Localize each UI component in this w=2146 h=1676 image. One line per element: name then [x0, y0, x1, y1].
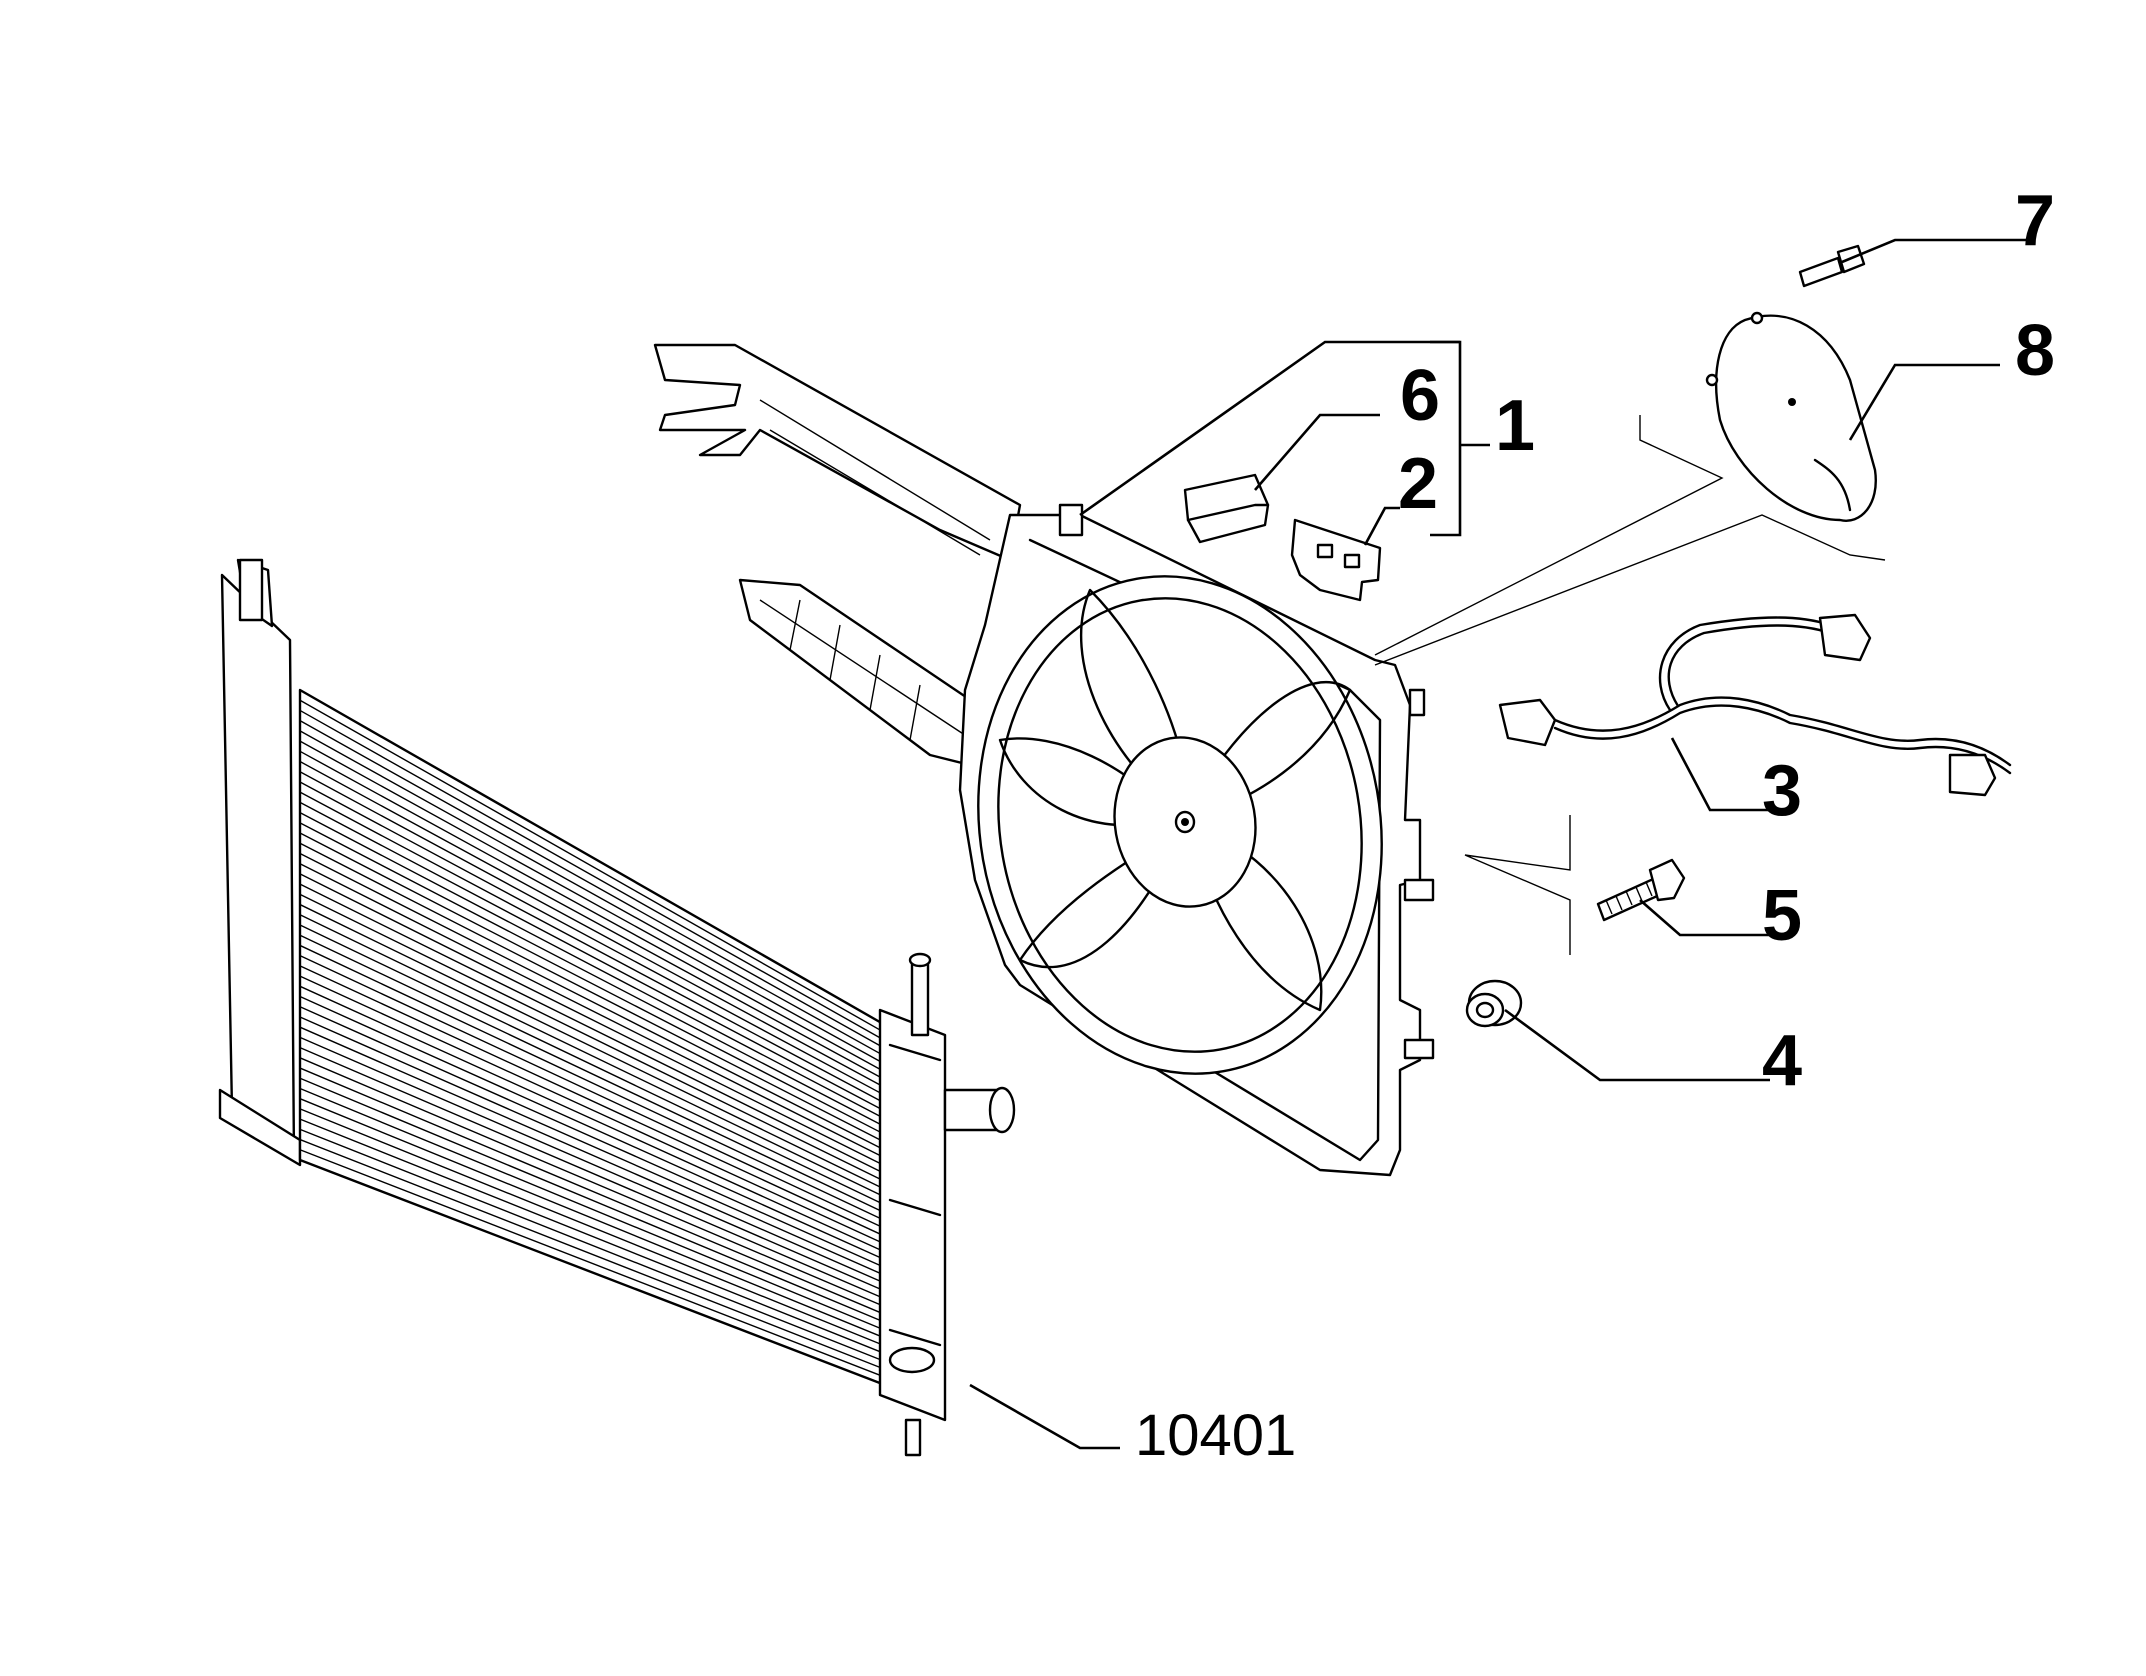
radiator-fin	[299, 842, 886, 1144]
radiator-fin	[299, 1108, 886, 1347]
radiator-fin	[299, 811, 886, 1120]
radiator-fin	[299, 1026, 886, 1284]
radiator-fin	[299, 1016, 886, 1277]
callout-6: 6	[1400, 356, 1440, 436]
radiator-fin	[299, 883, 886, 1175]
radiator-fin	[299, 750, 886, 1073]
radiator-fin	[299, 934, 886, 1214]
radiator-fin	[299, 740, 886, 1065]
radiator-fin	[299, 1087, 886, 1331]
radiator-fin	[299, 1128, 886, 1363]
radiator-fin	[299, 873, 886, 1167]
radiator-fin	[299, 995, 886, 1261]
radiator-fin	[299, 730, 886, 1057]
radiator-fin	[299, 863, 886, 1159]
callout-1: 1	[1495, 386, 1535, 466]
radiator-fin	[299, 1067, 886, 1316]
radiator-fin	[299, 1036, 886, 1292]
radiator-fin	[299, 1046, 886, 1300]
radiator-core-fins	[299, 689, 886, 1386]
part-7-screw	[1798, 244, 1866, 288]
radiator-fin	[299, 699, 886, 1034]
radiator-fin	[299, 689, 886, 1026]
part-5-bolt	[1596, 858, 1686, 922]
radiator-fin	[299, 801, 886, 1112]
radiator-fin	[299, 791, 886, 1104]
leader-lines	[969, 238, 2030, 1450]
radiator-fin	[299, 1138, 886, 1370]
radiator-fin	[299, 852, 886, 1151]
radiator-fin	[299, 944, 886, 1222]
radiator-fin	[299, 893, 886, 1183]
radiator-fin	[299, 709, 886, 1042]
radiator-fin	[299, 1006, 886, 1269]
part-8-cover	[1705, 311, 1877, 522]
radiator-fin	[299, 955, 886, 1230]
callout-2: 2	[1398, 444, 1438, 524]
radiator-fin	[299, 822, 886, 1128]
radiator-fin	[299, 832, 886, 1136]
callout-5: 5	[1762, 876, 1802, 956]
radiator-fin	[299, 1098, 886, 1339]
radiator-fin	[299, 924, 886, 1206]
callout-3: 3	[1762, 751, 1802, 831]
radiator-fin	[299, 1057, 886, 1308]
radiator-fin	[299, 975, 886, 1245]
radiator-fin	[299, 985, 886, 1253]
radiator-fin	[299, 1077, 886, 1324]
radiator-fin	[299, 781, 886, 1097]
radiator-fin	[299, 914, 886, 1198]
part-2-resistor	[1290, 518, 1382, 602]
radiator-fin	[299, 771, 886, 1089]
radiator-fin	[299, 1118, 886, 1355]
radiator-fin	[299, 1149, 886, 1378]
callouts: 7 8 6 1 2 3 5 4 10401	[1135, 181, 2055, 1468]
callout-8: 8	[2015, 311, 2055, 391]
part-4-grommet	[1465, 979, 1523, 1028]
fan-shroud-assembly	[653, 343, 1435, 1177]
radiator-fin	[299, 720, 886, 1050]
part-3-harness	[1498, 613, 2012, 797]
part-6-connector	[1183, 473, 1270, 544]
callout-7: 7	[2015, 181, 2055, 261]
radiator	[218, 558, 1016, 1457]
radiator-fin	[299, 965, 886, 1237]
callout-10401: 10401	[1135, 1403, 1296, 1468]
callout-4: 4	[1762, 1021, 1802, 1101]
radiator-fin	[299, 903, 886, 1190]
radiator-fin	[299, 760, 886, 1081]
radiator-fin	[299, 1159, 886, 1386]
